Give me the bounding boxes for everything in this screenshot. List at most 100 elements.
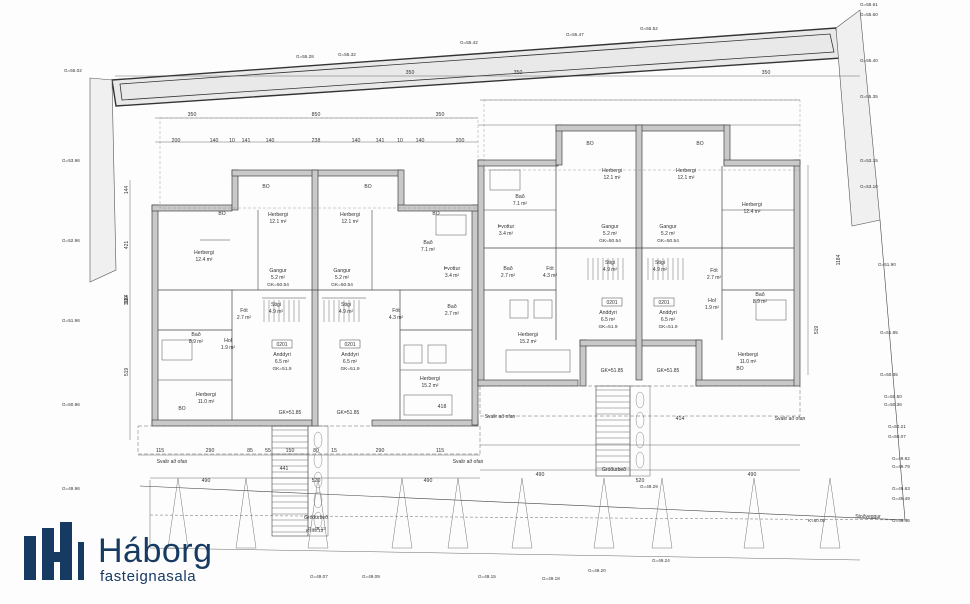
room-name: Herbergi	[340, 212, 360, 218]
room-name: Stigi	[655, 260, 665, 266]
unit-code-box	[271, 339, 293, 349]
entry-stair-left	[271, 425, 309, 537]
elevation-label: G=55.47	[566, 32, 584, 37]
dimension-label: 421	[124, 241, 130, 250]
room-area: 12.1 m²	[342, 219, 359, 225]
room-area: 1.9 m²	[221, 345, 236, 351]
bathtub	[161, 339, 193, 361]
entry-stair-right	[595, 385, 631, 477]
garden-label: Gróðurbeð	[304, 514, 328, 521]
furniture	[403, 344, 423, 364]
elevation-label: G=53.96	[62, 158, 80, 163]
room-area: 5.2 m²	[271, 275, 286, 281]
dimension-label: 519	[124, 368, 130, 377]
dimension-label: 140	[352, 138, 361, 144]
dimension-label: 85	[247, 448, 253, 454]
parking-line	[149, 547, 861, 561]
room-name: Hol	[708, 298, 716, 304]
dimension-label: 414	[676, 416, 685, 422]
room-name: Herbergi	[742, 202, 762, 208]
party-wall-right	[635, 124, 643, 381]
room-level: GK=51.9	[272, 366, 291, 372]
elevation-label: G=51.90	[878, 262, 896, 267]
balcony-right	[479, 385, 801, 417]
retaining-wall-label: Stoðveggur	[855, 513, 881, 520]
elevation-label: G=51.96	[62, 318, 80, 323]
room-name: Herbergi	[518, 332, 538, 338]
unit-code: 0201	[658, 300, 669, 306]
dimension-label: 520	[312, 478, 321, 484]
room-area: 6.5 m²	[661, 317, 676, 323]
room-area: 5.2 m²	[603, 231, 618, 237]
balcony-left	[137, 425, 481, 455]
wall-right-top-c	[723, 159, 801, 167]
bathtub	[435, 214, 467, 236]
wall-left-bottom	[151, 419, 313, 427]
elevation-label: G=49.18	[542, 576, 560, 581]
dimension-label: 290	[206, 448, 215, 454]
dimension-label: 15	[331, 448, 337, 454]
brand-name: Háborg	[98, 532, 213, 570]
dimension-label: 490	[536, 472, 545, 478]
room-level: GK=50.54	[267, 282, 289, 288]
unit-code: 0201	[606, 300, 617, 306]
entry-level: GK=51.85	[279, 410, 302, 416]
garden-plant	[635, 411, 645, 429]
room-name: Anddyri	[659, 310, 677, 316]
dimension-label: 100	[124, 296, 130, 305]
dimension-label: 350	[436, 112, 445, 118]
dimension-label: 350	[514, 70, 523, 76]
garden-bed-right	[629, 385, 651, 477]
elevation-label: G=49.24	[652, 558, 670, 563]
street-line	[149, 514, 911, 521]
room-name: Þvottur	[444, 266, 461, 272]
dimension-label: 200	[172, 138, 181, 144]
room-name: Bað	[447, 303, 456, 310]
room-area: 4.9 m²	[603, 267, 618, 273]
room-name: Föt	[392, 308, 400, 314]
room-area: 2.7 m²	[707, 275, 722, 281]
elevation-label: G=50.65	[880, 372, 898, 377]
elevation-label: G=55.61	[860, 2, 878, 7]
room-name: Þvottur	[498, 224, 515, 230]
balcony-above-left	[159, 117, 479, 209]
room-area: 2.7 m²	[445, 311, 460, 317]
bo-marker: BO	[432, 211, 439, 217]
bo-marker: BO	[364, 184, 371, 190]
room-level: GK=50.54	[599, 238, 621, 244]
room-name: Herbergi	[196, 392, 216, 398]
dimension-label: 115	[156, 448, 164, 454]
parking-marker	[593, 477, 615, 549]
elevation-label: G=49.20	[588, 568, 606, 573]
room-area: 4.3 m²	[543, 273, 558, 279]
room-area: 3.4 m²	[499, 231, 514, 237]
parking-marker	[167, 477, 189, 549]
dimension-label: 10	[397, 138, 403, 144]
furniture	[509, 299, 529, 319]
dimension-label: 55	[265, 448, 271, 454]
room-area: 3.4 m²	[445, 273, 460, 279]
dimension-label: 519	[814, 326, 820, 335]
dimension-label: 850	[312, 112, 321, 118]
elevation-label: G=49.13	[308, 526, 326, 531]
room-name: Hol	[224, 338, 232, 344]
parking-marker	[307, 477, 329, 549]
room-name: Herbergi	[676, 168, 696, 174]
wall-left-bottom-2	[371, 419, 479, 427]
dimension-label: 238	[312, 138, 321, 144]
elevation-label: G=49.29	[640, 484, 658, 489]
wall-right-outer-left	[477, 159, 485, 387]
bathtub	[755, 299, 787, 321]
room-name: Herbergi	[602, 168, 622, 174]
elevation-label: G=50.96	[62, 402, 80, 407]
unit-code-box	[653, 297, 675, 307]
dimension-label: 490	[202, 478, 211, 484]
room-area: 12.1 m²	[270, 219, 287, 225]
dimension-label: 350	[406, 70, 415, 76]
garden-plant	[313, 491, 323, 509]
elevation-label: G=55.60	[860, 12, 878, 17]
elevation-label: G=55.52	[640, 26, 658, 31]
dimension-label: 290	[376, 448, 385, 454]
room-area: 2.7 m²	[237, 315, 252, 321]
brand-tagline: fasteignasala	[100, 568, 197, 585]
